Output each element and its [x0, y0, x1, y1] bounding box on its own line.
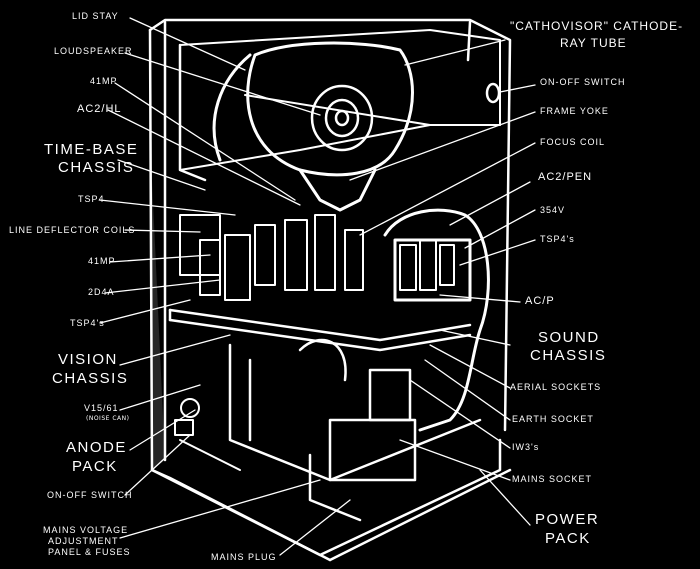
label-mains-voltage-fuses: PANEL & FUSES	[48, 547, 131, 557]
label-mains-voltage-adjustment: ADJUSTMENT	[48, 536, 119, 546]
label-cathovisor-tube: RAY TUBE	[560, 36, 627, 50]
label-aerial-sockets: AERIAL SOCKETS	[510, 382, 602, 392]
label-iw3s: IW3's	[512, 442, 540, 452]
label-sound: SOUND	[538, 329, 600, 346]
valves-row	[179, 214, 455, 301]
label-time-base-chassis: CHASSIS	[58, 159, 135, 176]
label-lid-stay: LID STAY	[72, 11, 119, 21]
label-loudspeaker: LOUDSPEAKER	[54, 46, 133, 56]
label-2d4a: 2D4A	[88, 287, 115, 297]
label-41mp-mid: 41MP	[88, 256, 116, 266]
on-off-knob	[485, 82, 501, 104]
label-on-off-switch-right: ON-OFF SWITCH	[540, 77, 626, 87]
label-41mp-top: 41MP	[90, 76, 118, 86]
label-354v: 354V	[540, 205, 566, 215]
anode-pack-parts	[174, 398, 241, 471]
label-power: POWER	[535, 511, 600, 528]
lid-stay	[212, 53, 252, 162]
label-vision-chassis: CHASSIS	[52, 370, 129, 387]
label-focus-coil: FOCUS COIL	[540, 137, 606, 147]
label-anode-pack: PACK	[72, 458, 118, 475]
label-v15-noise-can: (NOISE CAN)	[86, 415, 130, 422]
label-ac2-pen: AC2/PEN	[538, 171, 593, 183]
label-tsp4s-left: TSP4's	[70, 318, 105, 328]
label-power-pack: PACK	[545, 530, 591, 547]
label-frame-yoke: FRAME YOKE	[540, 106, 609, 116]
power-pack-compartment	[228, 338, 482, 522]
sound-chassis-hood	[383, 208, 490, 432]
cathode-ray-tube	[246, 41, 414, 212]
label-time-base: TIME-BASE	[44, 141, 139, 158]
label-vision: VISION	[58, 351, 118, 368]
label-v15-61: V15/61	[84, 403, 119, 413]
vision-chassis-deck	[168, 308, 472, 352]
label-sound-chassis: CHASSIS	[530, 347, 607, 364]
label-ac-p: AC/P	[525, 295, 555, 307]
label-ac2-hl: AC2/HL	[77, 103, 122, 115]
label-earth-socket: EARTH SOCKET	[512, 414, 594, 424]
label-tsp4: TSP4	[78, 194, 105, 204]
label-mains-socket: MAINS SOCKET	[512, 474, 593, 484]
label-tsp4s-right: TSP4's	[540, 234, 575, 244]
label-line-deflector-coils: LINE DEFLECTOR COILS	[9, 225, 136, 235]
label-mains-plug: MAINS PLUG	[211, 552, 277, 562]
cutaway-shading	[152, 180, 165, 470]
label-anode: ANODE	[66, 439, 127, 456]
loudspeaker-unit	[310, 84, 374, 152]
leader-lines	[99, 17, 536, 556]
label-cathovisor: "CATHOVISOR" CATHODE-	[510, 19, 684, 33]
label-on-off-switch-left: ON-OFF SWITCH	[47, 490, 133, 500]
label-mains-voltage: MAINS VOLTAGE	[43, 525, 129, 535]
cabinet-outline	[148, 18, 512, 562]
